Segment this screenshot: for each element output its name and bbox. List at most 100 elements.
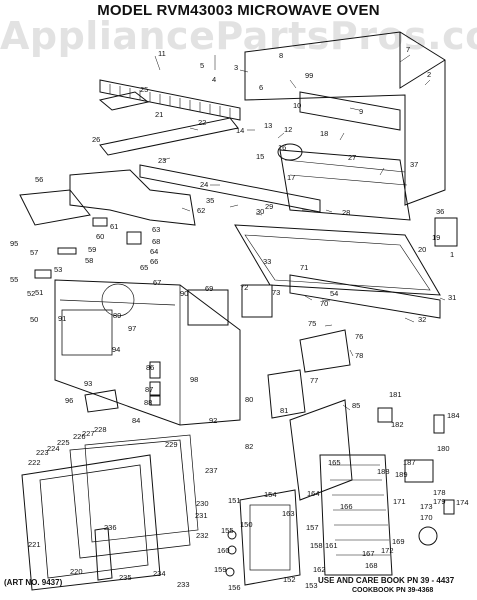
callout-2: 2 [427, 70, 431, 79]
callout-167: 167 [362, 549, 375, 558]
callout-72: 72 [240, 283, 248, 292]
thermostat [404, 459, 434, 483]
callout-231: 231 [195, 511, 208, 520]
callout-98: 98 [190, 375, 198, 384]
callout-227: 227 [82, 429, 95, 438]
callout-30: 30 [256, 207, 264, 216]
callout-236: 236 [104, 523, 117, 532]
callout-76: 76 [355, 332, 363, 341]
callout-55: 55 [10, 275, 18, 284]
door-seal [84, 434, 199, 543]
callout-15: 15 [256, 152, 264, 161]
callout-57: 57 [30, 248, 38, 257]
callout-20: 20 [418, 245, 426, 254]
wrapper-side [244, 32, 446, 100]
part-58 [57, 247, 77, 255]
callout-160: 160 [217, 546, 230, 555]
callout-80: 80 [245, 395, 253, 404]
callout-4: 4 [212, 75, 216, 84]
door-window [249, 504, 291, 571]
callout-70: 70 [320, 299, 328, 308]
callout-157: 157 [306, 523, 319, 532]
bracket-25 [98, 91, 150, 111]
duct-cover [19, 189, 91, 226]
callout-155: 155 [221, 526, 234, 535]
callout-51: 51 [35, 288, 43, 297]
callout-labels: 1 2 3 4 5 6 7 8 9 10 11 12 13 14 15 16 1… [10, 45, 469, 592]
callout-161: 161 [325, 541, 338, 550]
callout-25: 25 [140, 85, 148, 94]
callout-180: 180 [437, 444, 450, 453]
callout-179: 179 [433, 497, 446, 506]
callout-14: 14 [236, 126, 244, 135]
callout-53: 53 [54, 265, 62, 274]
shield-78 [299, 329, 351, 373]
callout-23: 23 [158, 156, 166, 165]
callout-58: 58 [85, 256, 93, 265]
callout-90: 90 [180, 289, 188, 298]
callout-60: 60 [96, 232, 104, 241]
callout-5: 5 [200, 61, 204, 70]
callout-7: 7 [406, 45, 410, 54]
callout-52: 52 [27, 289, 35, 298]
callout-50: 50 [30, 315, 38, 324]
callout-189: 189 [395, 470, 408, 479]
callout-168: 168 [365, 561, 378, 570]
switch-174 [443, 499, 455, 515]
control-panel-assy [319, 454, 393, 576]
callout-187: 187 [403, 458, 416, 467]
callout-13: 13 [264, 121, 272, 130]
callout-162: 162 [313, 565, 326, 574]
blower-wheel [277, 143, 303, 161]
screw-160 [227, 545, 237, 555]
callout-96: 96 [65, 396, 73, 405]
hinge-96 [84, 389, 119, 413]
callout-67: 67 [153, 278, 161, 287]
callout-158: 158 [310, 541, 323, 550]
callout-188: 188 [377, 467, 390, 476]
callout-18: 18 [320, 129, 328, 138]
callout-6: 6 [259, 83, 263, 92]
callout-229: 229 [165, 440, 178, 449]
callout-153: 153 [305, 581, 318, 590]
callout-54: 54 [330, 289, 338, 298]
callout-1: 1 [450, 250, 454, 259]
callout-237: 237 [205, 466, 218, 475]
callout-8: 8 [279, 51, 283, 60]
callout-172: 172 [381, 546, 394, 555]
callout-65: 65 [140, 263, 148, 272]
callout-11: 11 [158, 49, 166, 58]
callout-69: 69 [205, 284, 213, 293]
callout-85: 85 [352, 401, 360, 410]
callout-95: 95 [10, 239, 18, 248]
callout-97: 97 [128, 324, 136, 333]
callout-233: 233 [177, 580, 190, 589]
callout-61: 61 [110, 222, 118, 231]
interlock-87 [149, 381, 161, 397]
callout-235: 235 [119, 573, 132, 582]
callout-16: 16 [278, 143, 286, 152]
callout-165: 165 [328, 458, 341, 467]
art-number: (ART NO. 9437) [4, 578, 63, 587]
bottom-plate [289, 274, 441, 319]
callout-92: 92 [209, 416, 217, 425]
callout-152: 152 [283, 575, 296, 584]
callout-234: 234 [153, 569, 166, 578]
callout-173: 173 [420, 502, 433, 511]
callout-17: 17 [287, 173, 295, 182]
callout-166: 166 [340, 502, 353, 511]
part-51 [34, 269, 52, 279]
callout-159: 159 [214, 565, 227, 574]
callout-26: 26 [92, 135, 100, 144]
callout-169: 169 [392, 537, 405, 546]
leader-lines [154, 54, 446, 411]
callout-27: 27 [348, 153, 356, 162]
callout-82: 82 [245, 442, 253, 451]
lamp-socket [126, 231, 142, 245]
screw-159 [225, 567, 235, 577]
callout-163: 163 [282, 509, 295, 518]
front-rail [139, 164, 321, 213]
screw-155 [227, 530, 237, 540]
callout-71: 71 [300, 263, 308, 272]
part-outlines [19, 31, 458, 591]
